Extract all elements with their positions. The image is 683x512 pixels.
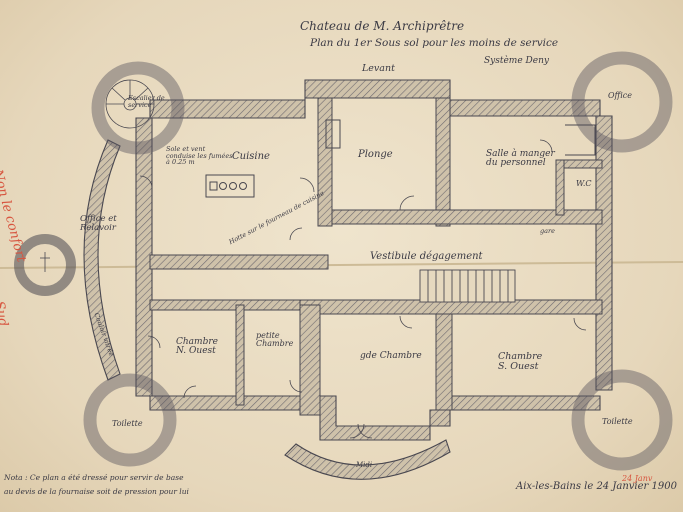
label-toilette-left: Toilette [112, 419, 143, 428]
label-petite-chambre: petite Chambre [256, 331, 294, 348]
spiral-stair [105, 79, 155, 129]
label-chambre-so: Chambre S. Ouest [498, 351, 543, 372]
label-chambre-no: Chambre N. Ouest [176, 337, 218, 356]
label-office-relavoir: Office et Relavoir [80, 214, 117, 233]
footer-note-line1: Nota : Ce plan a été dressé pour servir … [4, 473, 184, 482]
footer-date-mark: 24 Janv [622, 474, 653, 483]
label-escalier-service: Escalier de service [128, 94, 165, 109]
note-gare: gare [540, 227, 555, 235]
label-midi: Midi [356, 461, 373, 469]
label-office-ne: Office [608, 91, 632, 100]
title-subtitle: Levant [362, 63, 395, 74]
title-line2b: Système Deny [484, 56, 549, 66]
label-chambre-centre: gde Chambre [360, 351, 422, 361]
label-plonge: Plonge [358, 149, 393, 160]
title-line2: Plan du 1er Sous sol pour les moins de s… [310, 37, 559, 49]
footer-place-date: Aix-les-Bains le 24 Janvier 1900 [516, 481, 677, 492]
note-cuisine: Sole et vent conduise les fumées à 0.25 … [166, 145, 233, 166]
label-vestibule: Vestibule dégagement [370, 251, 483, 262]
sink [325, 119, 341, 149]
label-wc: W.C [576, 179, 592, 188]
window-marks [40, 252, 50, 272]
title-line1: Chateau de M. Archiprêtre [300, 19, 465, 33]
footer-note-line2: au devis de la fournaise soit de pressio… [4, 487, 189, 496]
label-cuisine: Cuisine [232, 151, 270, 162]
label-toilette-right: Toilette [602, 417, 633, 426]
door-swings [139, 139, 587, 439]
staircase [419, 269, 516, 303]
kitchen-stove [205, 174, 255, 198]
ne-partition [565, 124, 596, 156]
outer-walls [14, 51, 673, 480]
paper-fold [0, 261, 683, 269]
label-salle-personnel: Salle à manger du personnel [486, 149, 555, 168]
